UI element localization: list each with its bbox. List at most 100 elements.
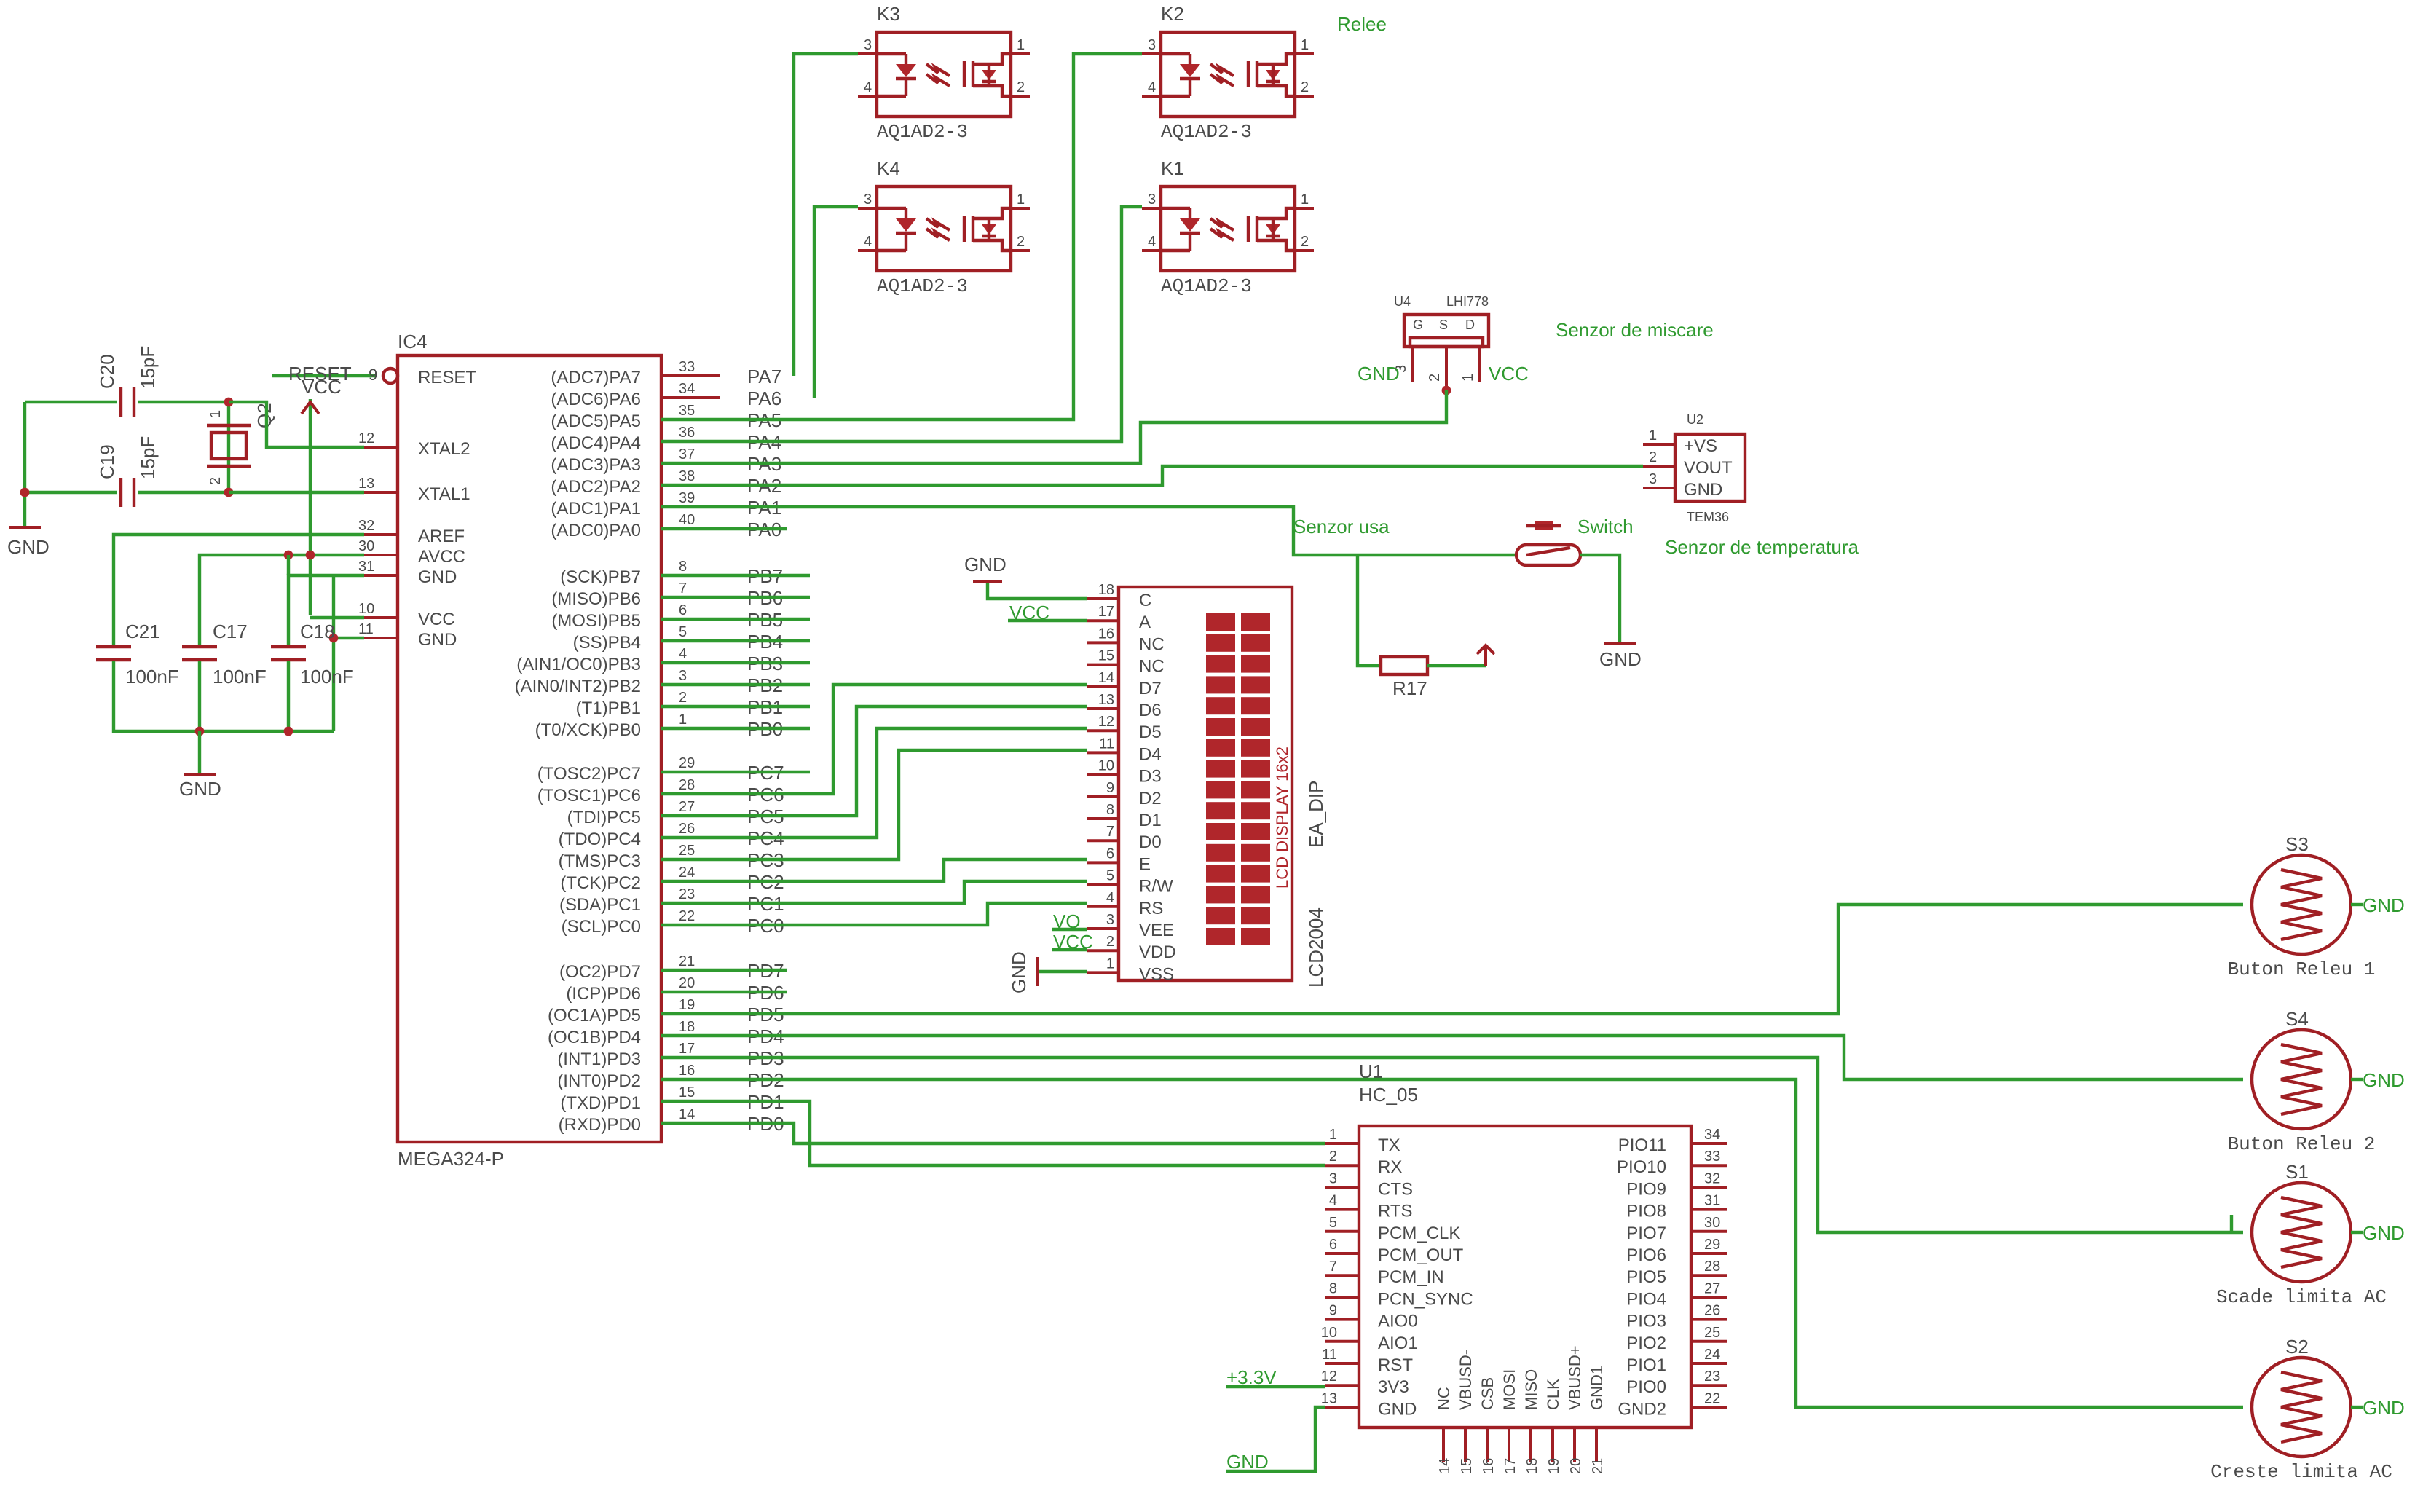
mcu-pin-name: (ADC1)PA1 [551,499,641,519]
r17-ref: R17 [1392,677,1427,699]
bluetooth-module: U1 HC_05 1TX2RX3CTS4RTS5PCM_CLK6PCM_OUT7… [1226,1060,1727,1474]
u4-ref: U4 [1394,294,1411,309]
mcu-pin-num: 32 [358,518,374,534]
lcd-pin-name: E [1139,854,1151,874]
mcu-pin-name: AVCC [418,547,465,567]
mcu-pin-name: (T1)PB1 [576,698,641,718]
mcu-pin-num: 13 [358,476,374,492]
relay-pin4: 4 [864,234,872,250]
mcu-pin-name: (SCL)PC0 [562,917,641,937]
lcd-pixel-cell [1241,739,1270,757]
bt-pin-name: PIO0 [1626,1377,1666,1397]
lcd-pin-name: D4 [1139,744,1162,764]
mcu-pin-num: 34 [679,381,695,397]
lcd-pin-num: 6 [1106,846,1114,862]
mcu-pin-name: GND [418,567,457,587]
reset-circuit: RESET 9 VCC [272,363,377,620]
c18-value: 100nF [300,666,354,688]
mcu-pin-name: RESET [418,368,476,387]
bt-pin-num: 1 [1329,1127,1337,1143]
mcu: IC4 MEGA324-P RESET12XTAL213XTAL132AREF3… [339,331,784,1170]
lcd-pin-name: C [1139,591,1151,610]
relay-pin4: 4 [1148,234,1156,250]
mcu-pin-name: (TMS)PC3 [559,851,641,871]
lcd-pin-name: RS [1139,899,1163,918]
bt-pin-name: PIO2 [1626,1334,1666,1353]
bt-pin-name: AIO1 [1378,1334,1418,1353]
bt-pin-name: CSB [1478,1377,1497,1410]
lcd-pin-num: 14 [1098,670,1114,686]
bt-pin-name: PCN_SYNC [1378,1289,1473,1309]
mcu-pin-name: (TCK)PC2 [560,873,641,893]
lcd-pixel-cell [1206,634,1235,652]
u4-pin1: 1 [1460,374,1476,382]
bt-pin-name: PIO1 [1626,1355,1666,1375]
lcd-display: LCD DISPLAY 16x2 EA_DIP LCD2004 18C17A16… [964,554,1327,993]
bt-pin-num: 3 [1329,1170,1337,1186]
bt-pin-name: RX [1378,1157,1402,1177]
bt-pin-name: PIO5 [1626,1267,1666,1287]
bt-pin-name: RST [1378,1355,1413,1375]
lcd-pixel-cell [1241,865,1270,883]
relay-value: AQ1AD2-3 [877,275,968,297]
mcu-pin-name: (TDI)PC5 [567,808,641,827]
mcu-pin-name: (OC1B)PD4 [548,1028,641,1047]
mcu-pin-num: 3 [679,668,687,684]
bt-pin-num: 4 [1329,1193,1337,1209]
button-gnd-label: GND [2363,1069,2405,1091]
button-value: Creste limita AC [2210,1461,2392,1483]
mcu-pin-num: 40 [679,512,695,528]
mcu-pin-num: 7 [679,580,687,596]
u4-vcc-label: VCC [1489,363,1529,385]
u4-pin2: 2 [1427,374,1443,382]
bt-pin-name: VBUSD+ [1566,1345,1584,1410]
bt-pin-num: 23 [1704,1369,1720,1385]
q2-pin2: 2 [208,477,224,485]
relay-pin1: 1 [1301,192,1309,208]
lcd-pixel-cell [1241,781,1270,799]
relay-pin2: 2 [1017,79,1025,95]
mcu-pin-num: 5 [679,624,687,640]
relay-group: Relee K3AQ1AD2-33412K2AQ1AD2-33412K4AQ1A… [858,3,1387,297]
relay-pin3: 3 [1148,192,1156,208]
c21-ref: C21 [125,621,160,642]
mcu-pin-name: (T0/XCK)PB0 [535,720,641,740]
mcu-pin-num: 17 [679,1041,695,1057]
mcu-pin-num: 38 [679,468,695,484]
mcu-pin-name: (TOSC2)PC7 [537,764,641,784]
mcu-pin-num: 16 [679,1063,695,1079]
mcu-pin-name: (ADC5)PA5 [551,412,641,431]
bt-pin-name: NC [1435,1387,1453,1410]
lcd-pin-name: NC [1139,657,1165,677]
mcu-pin-name: (ADC0)PA0 [551,521,641,540]
bt-pin-name: PIO3 [1626,1312,1666,1331]
mcu-body [395,353,663,1144]
crystal-circuit: GND C20 15pF C19 15pF 1 2 Q2 [7,346,364,558]
mcu-left-pins: RESET12XTAL213XTAL132AREF30AVCC31GND10VC… [339,366,476,650]
mcu-pin-num: 2 [679,690,687,706]
mcu-pin-num: 26 [679,821,695,837]
lcd-pixel-cell [1206,886,1235,904]
u4-gnd-label: GND [1358,363,1400,385]
u4-pin-s: S [1439,318,1448,332]
relay-pin2: 2 [1301,234,1309,250]
lcd-pixel-cell [1206,676,1235,694]
lcd-pin-name: D3 [1139,767,1162,787]
v33-label: +3.3V [1226,1366,1277,1388]
mcu-pin-num: 4 [679,646,687,662]
bt-pin-num: 29 [1704,1237,1720,1253]
mcu-pin-num: 8 [679,559,687,575]
lcd-pin-num: 3 [1106,912,1114,928]
button-value: Scade limita AC [2216,1286,2387,1308]
lcd-pixel-cell [1241,802,1270,820]
lcd-pixel-cell [1241,928,1270,945]
lcd-pixel-cell [1241,613,1270,631]
lcd-pixel-matrix [1206,613,1270,945]
lcd-pin-name: A [1139,613,1151,632]
motion-sensor: U4 LHI778 G S D 3 2 1 GND VCC Senzor de … [1358,294,1714,395]
vcc-label-lcd: VCC [1009,602,1049,623]
mcu-pin-num: 10 [358,601,374,617]
bt-pin-name: AIO0 [1378,1312,1418,1331]
